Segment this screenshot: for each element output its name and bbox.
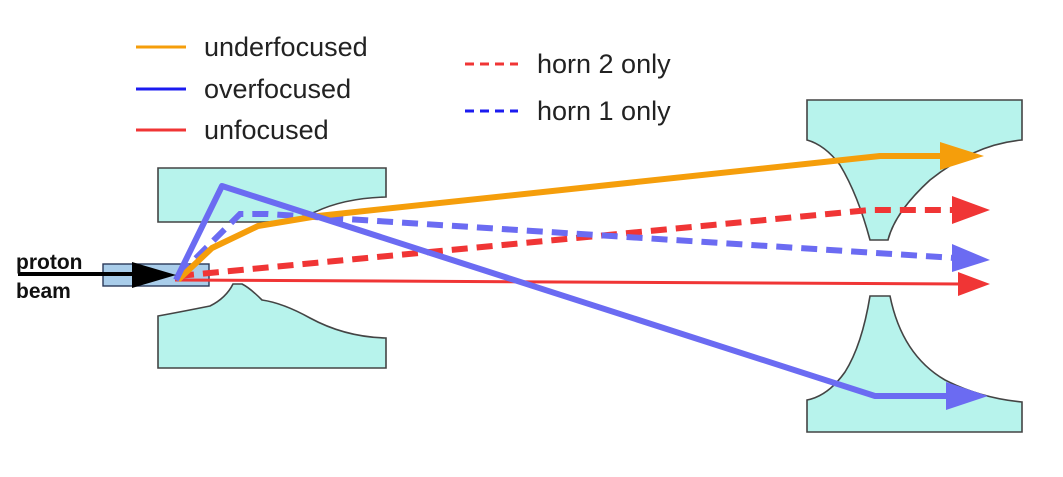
unfocused-path: [174, 278, 963, 286]
legend-label-unfocused: unfocused: [204, 115, 329, 145]
legend-label-overfocused: overfocused: [204, 74, 351, 104]
horn-2-lower: [806, 295, 1023, 433]
legend: underfocused overfocused unfocused horn …: [136, 32, 671, 145]
overfocused-path: [173, 183, 950, 399]
horn-1-lower: [157, 283, 387, 369]
legend-label-underfocused: underfocused: [204, 32, 368, 62]
horn-2-only-arrowhead: [952, 196, 990, 224]
horn-2-only-path: [177, 207, 955, 279]
underfocused-path: [175, 153, 945, 283]
underfocused-arrowhead: [940, 142, 984, 170]
horn-2-upper: [806, 99, 1023, 241]
beam-label-line1: proton: [16, 251, 82, 274]
legend-label-horn-2-only: horn 2 only: [537, 49, 671, 79]
legend-label-horn-1-only: horn 1 only: [537, 96, 671, 126]
beam-label-line2: beam: [16, 280, 71, 303]
unfocused-arrowhead: [958, 272, 990, 296]
overfocused-arrowhead: [946, 382, 988, 410]
horn-1-only-path: [175, 211, 956, 279]
proton-beam-arrowhead: [132, 262, 176, 288]
horn-1-only-arrowhead: [952, 244, 990, 272]
